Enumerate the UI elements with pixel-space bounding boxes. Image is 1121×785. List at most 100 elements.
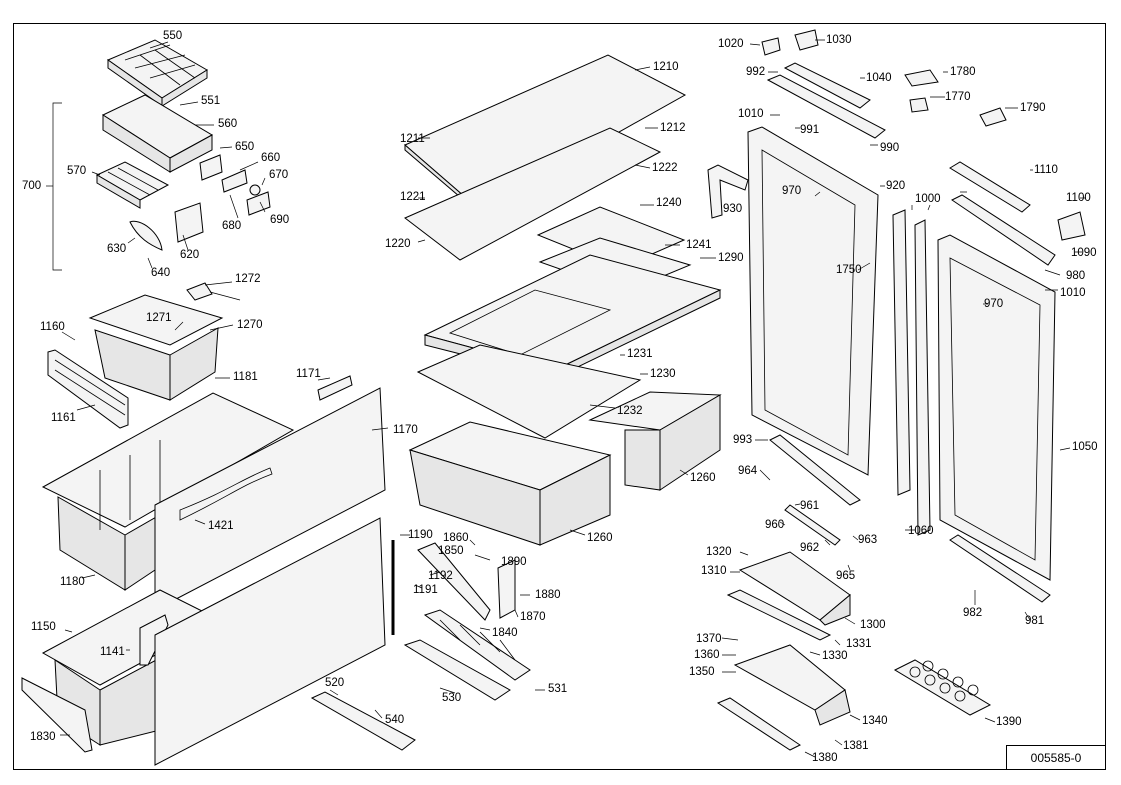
part-label: 1100 [1066, 192, 1091, 204]
part-label: 1221 [400, 191, 426, 203]
part-label: 1850 [438, 545, 464, 557]
part-label: 1231 [627, 348, 653, 360]
part-label: 1141 [100, 646, 125, 658]
ice-maker-switch [199, 154, 223, 181]
part-label: 1010 [738, 108, 764, 120]
door-bin-upper [738, 551, 851, 626]
part-label: 531 [548, 683, 568, 695]
hinge-cover-1110 [949, 161, 1031, 213]
drawing-number: 005585-0 [1006, 745, 1106, 770]
part-label: 1790 [1020, 102, 1046, 114]
part-label: 970 [984, 298, 1004, 310]
part-label: 700 [22, 180, 42, 192]
part-label: 1331 [846, 638, 872, 650]
ice-cube-tray [95, 161, 170, 209]
part-label: 551 [201, 95, 221, 107]
part-label: 1421 [208, 520, 234, 532]
part-label: 1180 [60, 576, 85, 588]
ice-maker-cover-plate [221, 169, 248, 193]
freezer-door [937, 234, 1056, 581]
part-label: 1880 [535, 589, 561, 601]
part-label: 1860 [443, 532, 469, 544]
part-label: 1380 [812, 752, 838, 764]
drawer-rail [47, 349, 129, 429]
part-label: 1212 [660, 122, 686, 134]
part-label: 1370 [696, 633, 722, 645]
part-label: 1330 [822, 650, 848, 662]
part-label: 1222 [652, 162, 678, 174]
part-label: 1210 [653, 61, 679, 73]
part-label: 991 [800, 124, 820, 136]
part-label: 540 [385, 714, 405, 726]
part-label: 560 [218, 118, 238, 130]
part-label: 965 [836, 570, 856, 582]
hinge-bottom [769, 434, 861, 506]
part-label: 570 [67, 165, 87, 177]
part-label: 992 [746, 66, 766, 78]
part-label: 1750 [836, 264, 862, 276]
hinge-cover [783, 62, 871, 109]
part-label: 980 [1066, 270, 1086, 282]
door-bin-lower [733, 644, 851, 726]
part-label: 670 [269, 169, 289, 181]
part-label: 1110 [1034, 164, 1058, 176]
cover-1770 [909, 97, 929, 113]
ice-ejector [129, 220, 163, 251]
door-hinge-top [766, 74, 886, 139]
egg-tray [893, 659, 992, 716]
ice-bin [88, 294, 224, 401]
part-label: 1170 [393, 424, 418, 436]
part-label: 1050 [1072, 441, 1098, 453]
fridge-door [747, 126, 879, 476]
part-label: 1010 [1060, 287, 1086, 299]
part-label: 1240 [656, 197, 682, 209]
part-label: 964 [738, 465, 758, 477]
part-label: 1870 [520, 611, 546, 623]
part-label: 620 [180, 249, 200, 261]
hinge-bracket [417, 542, 491, 621]
part-label: 970 [782, 185, 802, 197]
part-label: 1260 [690, 472, 716, 484]
part-label: 930 [723, 203, 743, 215]
part-label: 520 [325, 677, 345, 689]
bin-trim-upper [726, 589, 832, 641]
upper-drawer-front [154, 387, 386, 611]
part-label: 630 [107, 243, 127, 255]
lower-drawer-front [154, 517, 386, 766]
part-label: 1030 [826, 34, 852, 46]
part-label: 982 [963, 607, 983, 619]
slide-rail [403, 639, 511, 701]
part-label: 1830 [30, 731, 56, 743]
part-label: 640 [151, 267, 171, 279]
door-seal-strip-2 [914, 219, 931, 536]
knob [249, 184, 261, 196]
part-label: 1040 [866, 72, 892, 84]
part-label: 1270 [237, 319, 263, 331]
part-label: 1150 [31, 621, 56, 633]
drawer-slide [423, 609, 531, 681]
cover-1790 [979, 107, 1007, 127]
part-label: 1230 [650, 368, 676, 380]
part-label: 1350 [689, 666, 715, 678]
crisper-drawer-right [588, 391, 722, 491]
crisper-drawer-left [408, 421, 612, 546]
ice-scoop [186, 282, 241, 301]
part-label: 1300 [860, 619, 886, 631]
part-label: 1020 [718, 38, 744, 50]
glass-shelf [404, 127, 662, 261]
part-label: 690 [270, 214, 290, 226]
part-label: 960 [765, 519, 785, 531]
hinge-pin [761, 37, 781, 56]
door-hinge-980 [951, 194, 1056, 266]
part-label: 1770 [945, 91, 971, 103]
door-hinge-cover [707, 164, 749, 219]
door-seal-strip [892, 209, 911, 496]
ice-maker-housing [101, 94, 214, 173]
part-label: 650 [235, 141, 255, 153]
drawer-trim [317, 375, 353, 401]
hinge-cap [794, 29, 819, 51]
part-label: 1381 [843, 740, 869, 752]
part-label: 962 [800, 542, 820, 554]
part-label: 1090 [1071, 247, 1097, 259]
part-label: 1780 [950, 66, 976, 78]
